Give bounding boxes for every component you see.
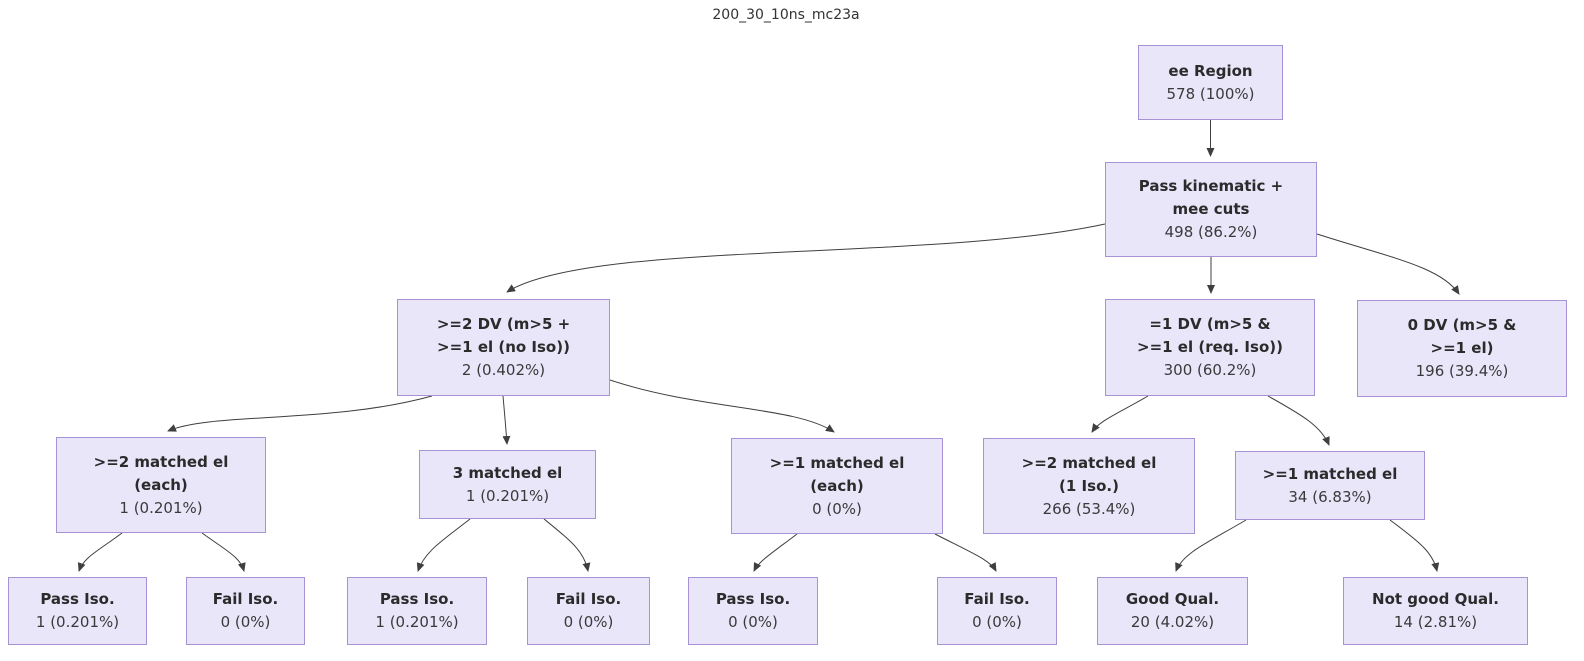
node-ge2-dv: >=2 DV (m>5 + >=1 el (no Iso)) 2 (0.402%…	[397, 299, 610, 396]
node-label: Pass Iso.	[715, 590, 791, 608]
node-label: ee Region	[1168, 61, 1253, 80]
node-value: 266 (53.4%)	[1042, 499, 1136, 518]
node-label: Fail Iso.	[212, 590, 279, 608]
edge-three-matched-to-fail-iso-2	[543, 518, 591, 572]
node-value: 0 (0%)	[972, 613, 1022, 631]
node-not-good-qual: Not good Qual. 14 (2.81%)	[1343, 577, 1528, 645]
edge-ge2-dv-to-ge2-matched-each	[167, 395, 433, 432]
node-value: 1 (0.201%)	[465, 486, 550, 505]
node-value: 498 (86.2%)	[1164, 223, 1258, 241]
node-label: Pass Iso.	[40, 590, 115, 608]
node-label: =1 DV (m>5 & >=1 el (req. Iso))	[1137, 315, 1283, 356]
node-pass-iso-2: Pass Iso. 1 (0.201%)	[347, 577, 487, 645]
node-zero-dv: 0 DV (m>5 & >=1 el) 196 (39.4%)	[1357, 300, 1567, 397]
edge-three-matched-to-pass-iso-2	[416, 518, 471, 572]
node-fail-iso-1: Fail Iso. 0 (0%)	[186, 577, 305, 645]
node-value: 0 (0%)	[728, 613, 778, 631]
node-label: >=1 matched el	[1262, 464, 1398, 483]
node-ge1-matched: >=1 matched el 34 (6.83%)	[1235, 451, 1425, 520]
node-value: 1 (0.201%)	[35, 613, 120, 631]
edge-ge1-matched-each-to-pass-iso-3	[753, 533, 798, 572]
node-value: 1 (0.201%)	[119, 498, 203, 517]
edge-ge2-dv-to-ge1-matched-each	[609, 379, 835, 433]
node-fail-iso-3: Fail Iso. 0 (0%)	[937, 577, 1057, 645]
node-value: 20 (4.02%)	[1130, 613, 1215, 631]
node-value: 34 (6.83%)	[1288, 487, 1372, 506]
node-label: Good Qual.	[1125, 590, 1220, 608]
edge-eq1-dv-to-ge2-matched-1iso	[1091, 395, 1149, 433]
node-value: 0 (0%)	[220, 613, 271, 631]
node-ge1-matched-each: >=1 matched el (each) 0 (0%)	[731, 438, 943, 534]
node-pass-kinematic: Pass kinematic + mee cuts 498 (86.2%)	[1105, 162, 1317, 257]
node-value: 578 (100%)	[1166, 84, 1255, 103]
node-three-matched: 3 matched el 1 (0.201%)	[419, 450, 596, 519]
node-value: 0 (0%)	[812, 499, 862, 518]
edge-eq1-dv-to-ge1-matched	[1267, 395, 1330, 446]
edge-ge1-matched-each-to-fail-iso-3	[934, 533, 997, 572]
node-label: Not good Qual.	[1372, 590, 1499, 608]
node-pass-iso-3: Pass Iso. 0 (0%)	[688, 577, 818, 645]
edge-pass-kinematic-to-ge2-dv	[506, 223, 1106, 293]
node-label: Fail Iso.	[964, 590, 1030, 608]
node-ee-region: ee Region 578 (100%)	[1138, 45, 1283, 120]
node-value: 300 (60.2%)	[1163, 361, 1257, 379]
node-label: Pass kinematic + mee cuts	[1138, 177, 1284, 218]
node-label: 0 DV (m>5 & >=1 el)	[1407, 316, 1517, 357]
node-label: >=2 DV (m>5 + >=1 el (no Iso))	[436, 315, 571, 356]
edge-ge2-dv-to-three-matched	[502, 395, 511, 445]
node-value: 1 (0.201%)	[375, 613, 459, 631]
edge-ge2-matched-each-to-fail-iso-1	[201, 532, 246, 572]
edge-ge1-matched-to-not-good-qual	[1389, 519, 1440, 572]
edge-pass-kinematic-to-zero-dv	[1316, 233, 1460, 295]
node-eq1-dv: =1 DV (m>5 & >=1 el (req. Iso)) 300 (60.…	[1105, 299, 1315, 396]
node-ge2-matched-each: >=2 matched el (each) 1 (0.201%)	[56, 437, 266, 533]
node-label: Fail Iso.	[555, 590, 622, 608]
diagram-title: 200_30_10ns_mc23a	[712, 7, 860, 23]
edge-ge2-matched-each-to-pass-iso-1	[77, 532, 123, 572]
node-fail-iso-2: Fail Iso. 0 (0%)	[527, 577, 650, 645]
node-label: 3 matched el	[452, 463, 563, 482]
node-label: >=2 matched el (1 Iso.)	[1021, 453, 1157, 495]
node-pass-iso-1: Pass Iso. 1 (0.201%)	[8, 577, 147, 645]
node-label: Pass Iso.	[379, 590, 455, 608]
node-good-qual: Good Qual. 20 (4.02%)	[1097, 577, 1248, 645]
node-value: 196 (39.4%)	[1415, 362, 1509, 380]
node-label: >=1 matched el (each)	[769, 453, 905, 495]
node-label: >=2 matched el (each)	[93, 452, 229, 494]
node-value: 0 (0%)	[563, 613, 614, 631]
node-ge2-matched-1iso: >=2 matched el (1 Iso.) 266 (53.4%)	[983, 438, 1195, 534]
node-value: 14 (2.81%)	[1393, 613, 1478, 631]
node-value: 2 (0.402%)	[461, 361, 546, 379]
